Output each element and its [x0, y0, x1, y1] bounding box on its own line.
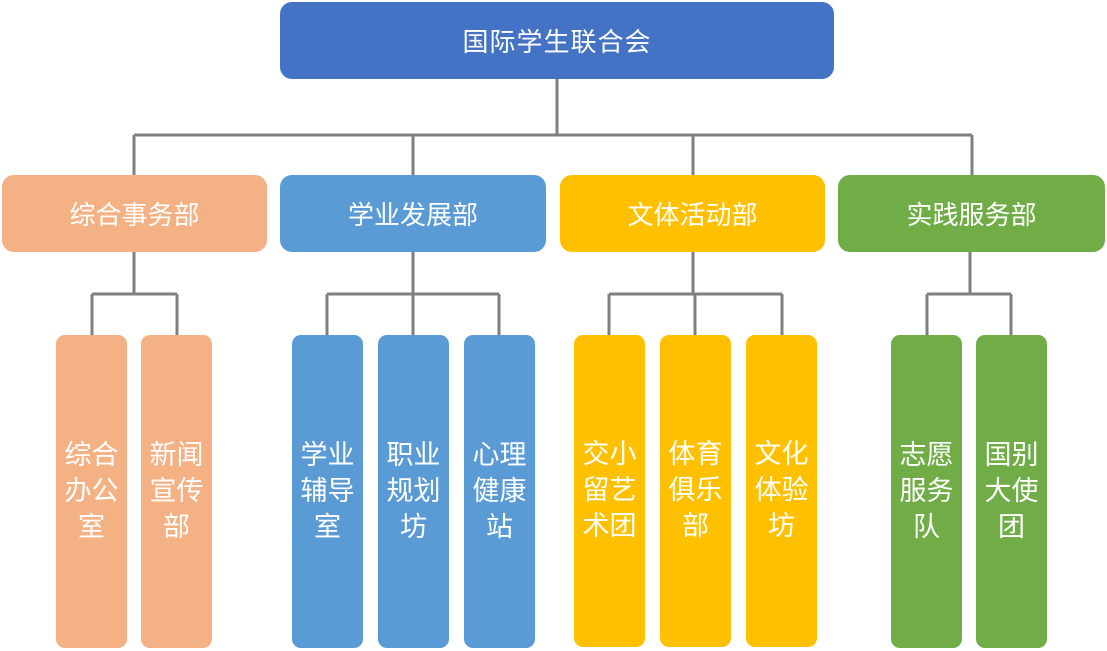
unit-art-troupe: 交小留艺术团: [574, 335, 645, 647]
dept-label: 学业发展部: [347, 201, 478, 231]
unit-label: 学业辅导室: [300, 439, 355, 543]
unit-news-publicity: 新闻宣传部: [141, 335, 212, 648]
dept-culture-sports: 文体活动部: [560, 175, 825, 252]
unit-country-ambassadors: 国别大使团: [976, 335, 1047, 648]
root-node: 国际学生联合会: [280, 2, 834, 79]
dept-label: 实践服务部: [906, 201, 1037, 231]
unit-label: 职业规划坊: [386, 439, 441, 543]
dept-general-affairs: 综合事务部: [2, 175, 267, 252]
unit-academic-tutoring: 学业辅导室: [292, 335, 363, 648]
unit-label: 体育俱乐部: [668, 439, 723, 542]
dept-academic-development: 学业发展部: [280, 175, 546, 252]
unit-label: 文化体验坊: [754, 439, 809, 542]
unit-culture-experience: 文化体验坊: [746, 335, 817, 647]
unit-label: 志愿服务队: [899, 439, 954, 543]
dept3-connector: [607, 252, 784, 335]
unit-volunteer-team: 志愿服务队: [891, 335, 962, 648]
dept-practice-service: 实践服务部: [838, 175, 1105, 252]
unit-label: 心理健康站: [472, 439, 527, 543]
dept2-connector: [325, 252, 501, 335]
unit-general-office: 综合办公室: [56, 335, 127, 648]
unit-label: 国别大使团: [984, 439, 1039, 543]
root-connector: [132, 79, 974, 175]
unit-label: 交小留艺术团: [582, 439, 637, 542]
unit-career-planning: 职业规划坊: [378, 335, 449, 648]
dept1-connector: [90, 252, 179, 335]
unit-label: 综合办公室: [64, 439, 119, 543]
dept-label: 综合事务部: [69, 201, 200, 231]
dept-label: 文体活动部: [627, 201, 758, 231]
unit-label: 新闻宣传部: [149, 439, 204, 543]
root-label: 国际学生联合会: [462, 28, 652, 58]
unit-sports-club: 体育俱乐部: [660, 335, 731, 647]
dept4-connector: [925, 252, 1013, 335]
unit-mental-health: 心理健康站: [464, 335, 535, 648]
